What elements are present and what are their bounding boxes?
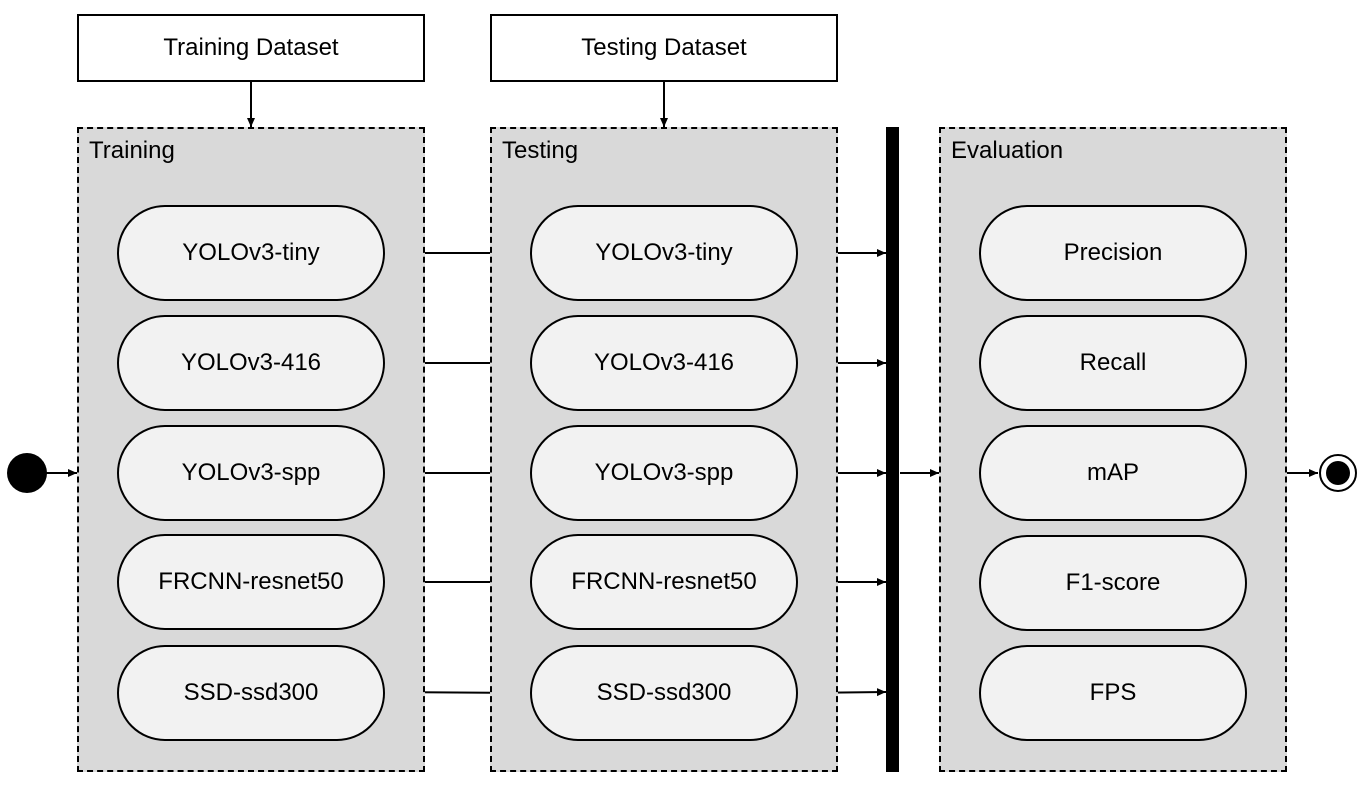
- model-label: YOLOv3-416: [593, 349, 735, 376]
- testing-model-yolov3-416: YOLOv3-416: [530, 315, 798, 411]
- metric-precision: Precision: [979, 205, 1247, 301]
- training-model-ssd-ssd300: SSD-ssd300: [117, 645, 385, 741]
- training-dataset-box: Training Dataset: [77, 14, 425, 82]
- training-model-yolov3-tiny: YOLOv3-tiny: [117, 205, 385, 301]
- metric-label: Precision: [1063, 239, 1163, 266]
- metric-label: Recall: [1079, 349, 1147, 376]
- metric-fps: FPS: [979, 645, 1247, 741]
- training-model-yolov3-416: YOLOv3-416: [117, 315, 385, 411]
- testing-model-yolov3-tiny: YOLOv3-tiny: [530, 205, 798, 301]
- training-panel-title: Training: [89, 137, 175, 164]
- training-model-frcnn-resnet50: FRCNN-resnet50: [117, 534, 385, 630]
- evaluation-panel: Evaluation Precision Recall mAP F1-score…: [939, 127, 1287, 772]
- synchronization-bar: [886, 127, 899, 772]
- model-label: YOLOv3-tiny: [595, 239, 733, 266]
- start-node: [7, 453, 47, 493]
- model-label: YOLOv3-spp: [181, 459, 321, 486]
- testing-dataset-label: Testing Dataset: [581, 34, 747, 61]
- evaluation-panel-title: Evaluation: [951, 137, 1064, 164]
- testing-model-yolov3-spp: YOLOv3-spp: [530, 425, 798, 521]
- testing-panel: Testing YOLOv3-tiny YOLOv3-416 YOLOv3-sp…: [490, 127, 838, 772]
- metric-f1-score: F1-score: [979, 535, 1247, 631]
- training-model-yolov3-spp: YOLOv3-spp: [117, 425, 385, 521]
- metric-recall: Recall: [979, 315, 1247, 411]
- training-dataset-label: Training Dataset: [163, 34, 339, 61]
- metric-label: FPS: [1089, 679, 1137, 706]
- testing-model-ssd-ssd300: SSD-ssd300: [530, 645, 798, 741]
- testing-dataset-box: Testing Dataset: [490, 14, 838, 82]
- training-panel: Training YOLOv3-tiny YOLOv3-416 YOLOv3-s…: [77, 127, 425, 772]
- model-label: SSD-ssd300: [596, 679, 732, 706]
- model-label: YOLOv3-416: [180, 349, 322, 376]
- metric-map: mAP: [979, 425, 1247, 521]
- metric-label: mAP: [1086, 459, 1139, 486]
- testing-model-frcnn-resnet50: FRCNN-resnet50: [530, 534, 798, 630]
- testing-panel-title: Testing: [502, 137, 579, 164]
- model-label: YOLOv3-spp: [594, 459, 734, 486]
- model-label: YOLOv3-tiny: [182, 239, 320, 266]
- model-label: FRCNN-resnet50: [158, 568, 344, 595]
- metric-label: F1-score: [1065, 569, 1161, 596]
- model-label: SSD-ssd300: [183, 679, 319, 706]
- model-label: FRCNN-resnet50: [571, 568, 757, 595]
- end-node: [1319, 454, 1357, 492]
- end-node-core: [1326, 461, 1350, 485]
